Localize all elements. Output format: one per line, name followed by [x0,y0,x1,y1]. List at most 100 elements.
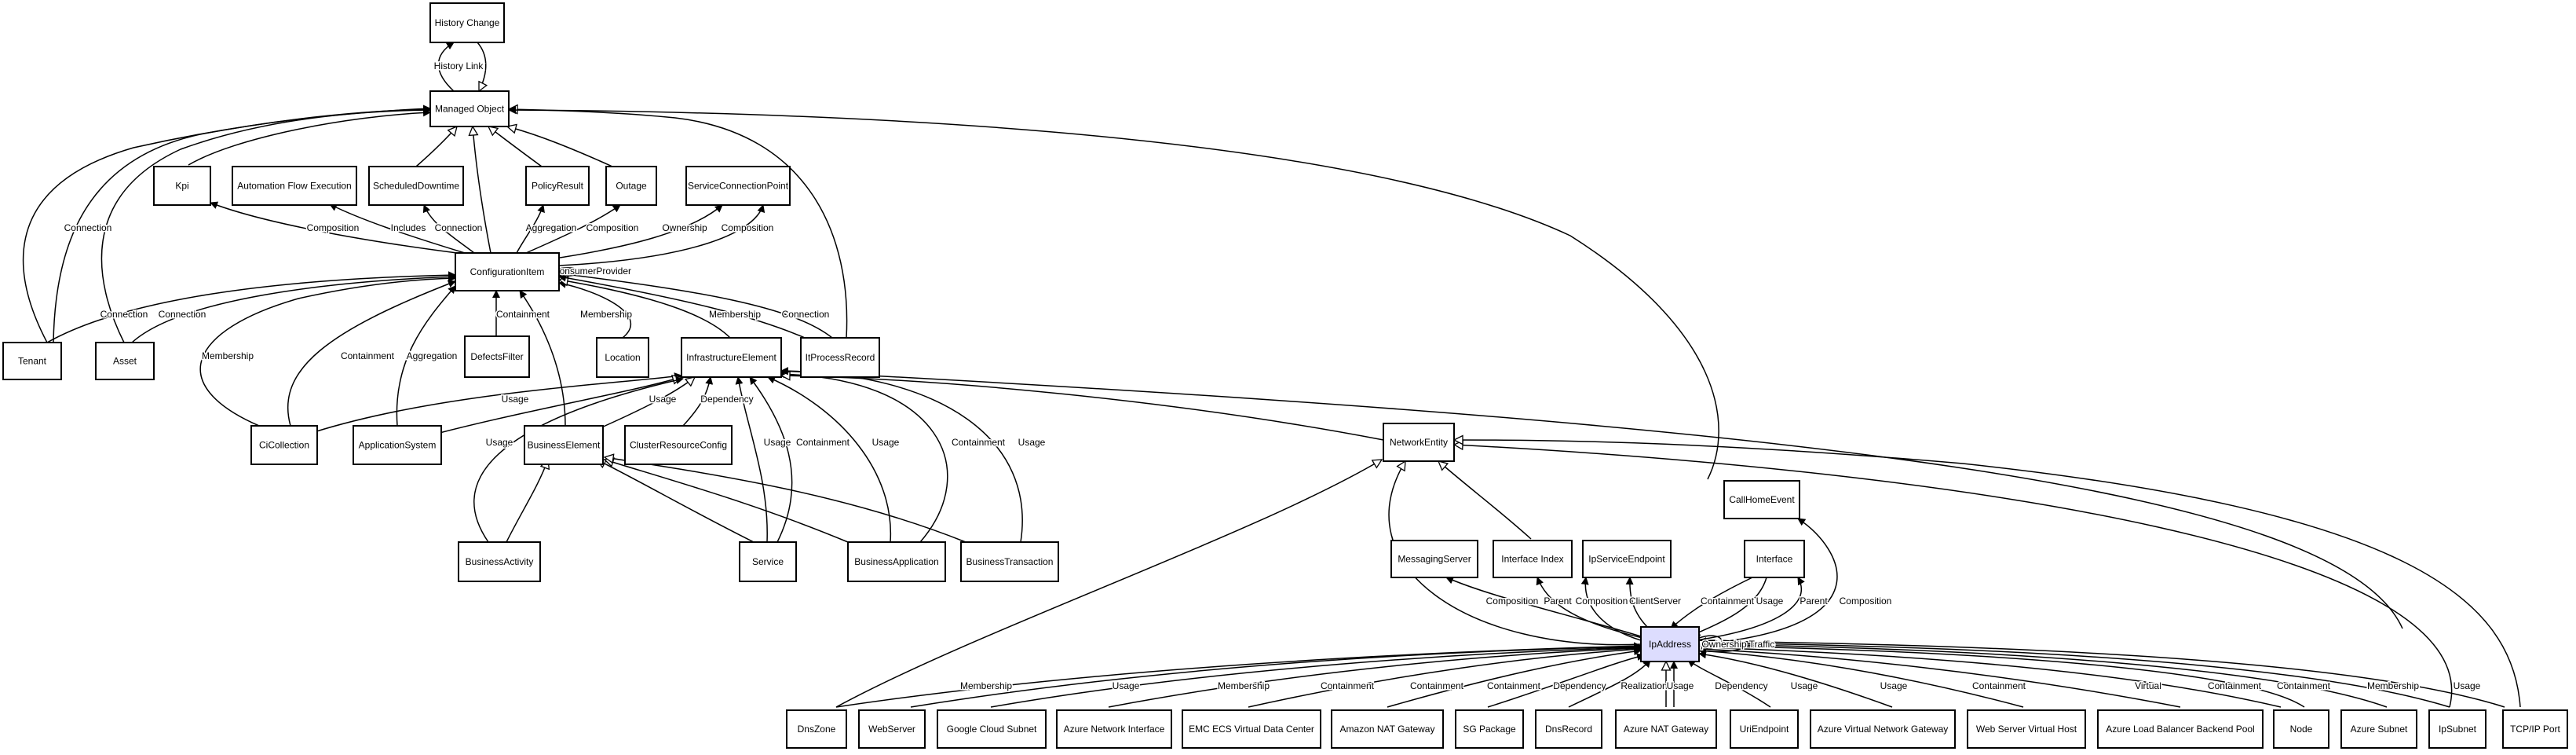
class-node-web-server[interactable]: WebServer [858,709,926,749]
edge-history-link [437,42,455,92]
edge-call-home-managed-object [508,106,1719,480]
class-box [455,252,560,291]
class-node-business-activity[interactable]: BusinessActivity [458,541,541,582]
class-node-history-change[interactable]: History Change [429,2,505,43]
class-box [1582,540,1672,578]
class-node-scheduled-downtime[interactable]: ScheduledDowntime [368,166,464,206]
edge-business-activity-be [506,460,548,543]
class-node-amazon-nat-gateway[interactable]: Amazon NAT Gateway [1331,709,1444,749]
edge-tcpip-port-network-entity [1454,440,2521,708]
class-node-azure-virtual-network-gateway[interactable]: Azure Virtual Network Gateway [1810,709,1956,749]
class-label: Azure Subnet [2351,724,2408,735]
class-node-asset[interactable]: Asset [95,342,155,380]
edge-interface-ip-containment [1670,577,1753,629]
edge-label: Ownership [1701,639,1747,650]
edge-emc-ip [1248,645,1642,708]
edge-label: Usage [1113,680,1140,691]
edge-azure-lb-ip [1698,645,2181,708]
class-node-cluster-resource-config[interactable]: ClusterResourceConfig [624,425,733,465]
class-node-azure-load-balancer-backend-pool[interactable]: Azure Load Balancer Backend Pool [2097,709,2264,749]
edge-ci-scp-composition [558,204,765,266]
class-node-location[interactable]: Location [596,337,649,378]
edge-ci-outage [525,204,621,254]
class-node-outage[interactable]: Outage [605,166,657,206]
class-node-node[interactable]: Node [2273,709,2329,749]
edge-ip-interface-parent [1695,577,1805,641]
class-label: Tenant [18,356,47,367]
class-label: Managed Object [435,104,505,115]
class-node-call-home-event[interactable]: CallHomeEvent [1723,480,1800,519]
class-node-uri-endpoint[interactable]: UriEndpoint [1730,709,1799,749]
edge-label: Aggregation [526,222,577,233]
class-node-tenant[interactable]: Tenant [2,342,62,380]
class-node-business-transaction[interactable]: BusinessTransaction [960,541,1059,582]
edge-kpi-managed-object [188,108,431,166]
class-node-service-connection-point[interactable]: ServiceConnectionPoint [685,166,791,206]
class-node-ip-subnet[interactable]: IpSubnet [2428,709,2486,749]
class-label: Automation Flow Execution [237,181,351,192]
class-node-ip-address[interactable]: IpAddress [1640,626,1700,662]
edge-label: Usage [1791,680,1818,691]
class-box [1056,709,1172,749]
class-node-interface-index[interactable]: Interface Index [1493,540,1573,578]
class-node-it-process-record[interactable]: ItProcessRecord [800,337,880,378]
class-label: CallHomeEvent [1729,494,1795,505]
edge-dns-record-ip [1568,659,1651,708]
class-node-azure-nat-gateway[interactable]: Azure NAT Gateway [1615,709,1717,749]
class-node-azure-network-interface[interactable]: Azure Network Interface [1056,709,1172,749]
edge-label: Usage [1756,596,1784,607]
class-box [624,425,733,465]
class-box [1967,709,2086,749]
class-box [1182,709,1321,749]
class-node-messaging-server[interactable]: MessagingServer [1390,540,1478,578]
class-node-interface[interactable]: Interface [1744,540,1805,578]
class-node-ip-service-endpoint[interactable]: IpServiceEndpoint [1582,540,1672,578]
edge-label: Composition [1576,596,1628,607]
class-node-configuration-item[interactable]: ConfigurationItem [455,252,560,291]
class-node-service[interactable]: Service [739,541,797,582]
class-box [681,337,782,378]
class-box [1331,709,1444,749]
edge-ip-interface-index [1536,577,1643,639]
class-node-emc-ecs-virtual-data-center[interactable]: EMC ECS Virtual Data Center [1182,709,1321,749]
class-node-dns-zone[interactable]: DnsZone [786,709,847,749]
class-node-tcpip-port[interactable]: TCP/IP Port [2502,709,2568,749]
edge-label: ConsumerProvider [553,266,631,277]
class-node-automation-flow-execution[interactable]: Automation Flow Execution [232,166,357,206]
class-node-application-system[interactable]: ApplicationSystem [353,425,442,465]
class-node-business-application[interactable]: BusinessApplication [847,541,946,582]
class-label: Interface [1756,554,1793,565]
edge-business-app-infra-usage [767,376,892,543]
edge-label: Composition [1840,596,1892,607]
class-node-defects-filter[interactable]: DefectsFilter [464,335,530,378]
class-box [596,337,649,378]
edge-outage-managed-object [507,126,613,167]
class-node-managed-object[interactable]: Managed Object [429,90,510,127]
class-box [739,541,797,582]
class-node-google-cloud-subnet[interactable]: Google Cloud Subnet [937,709,1047,749]
class-label: ItProcessRecord [806,352,875,363]
class-node-business-element[interactable]: BusinessElement [524,425,604,465]
edge-label: Usage [764,437,791,448]
class-label: Azure Virtual Network Gateway [1818,724,1949,735]
class-node-infrastructure-element[interactable]: InfrastructureElement [681,337,782,378]
class-node-dns-record[interactable]: DnsRecord [1535,709,1602,749]
class-node-kpi[interactable]: Kpi [153,166,211,206]
edge-ci-scp-ownership [549,204,723,260]
class-node-ci-collection[interactable]: CiCollection [250,425,318,465]
edge-ip-ip-service-endpoint-composition [1580,577,1642,641]
class-box [2428,709,2486,749]
class-label: DnsRecord [1545,724,1592,735]
class-node-web-server-virtual-host[interactable]: Web Server Virtual Host [1967,709,2086,749]
class-node-policy-result[interactable]: PolicyResult [525,166,590,206]
class-node-network-entity[interactable]: NetworkEntity [1383,423,1455,462]
edge-label: Containment [2277,680,2331,691]
class-node-azure-subnet[interactable]: Azure Subnet [2340,709,2417,749]
edge-infra-ci-containment [519,290,566,427]
class-label: WebServer [868,724,915,735]
class-node-sg-package[interactable]: SG Package [1455,709,1524,749]
edge-label: Membership [2367,680,2419,691]
class-box [524,425,604,465]
edge-scheduled-downtime-managed-object [415,126,457,167]
